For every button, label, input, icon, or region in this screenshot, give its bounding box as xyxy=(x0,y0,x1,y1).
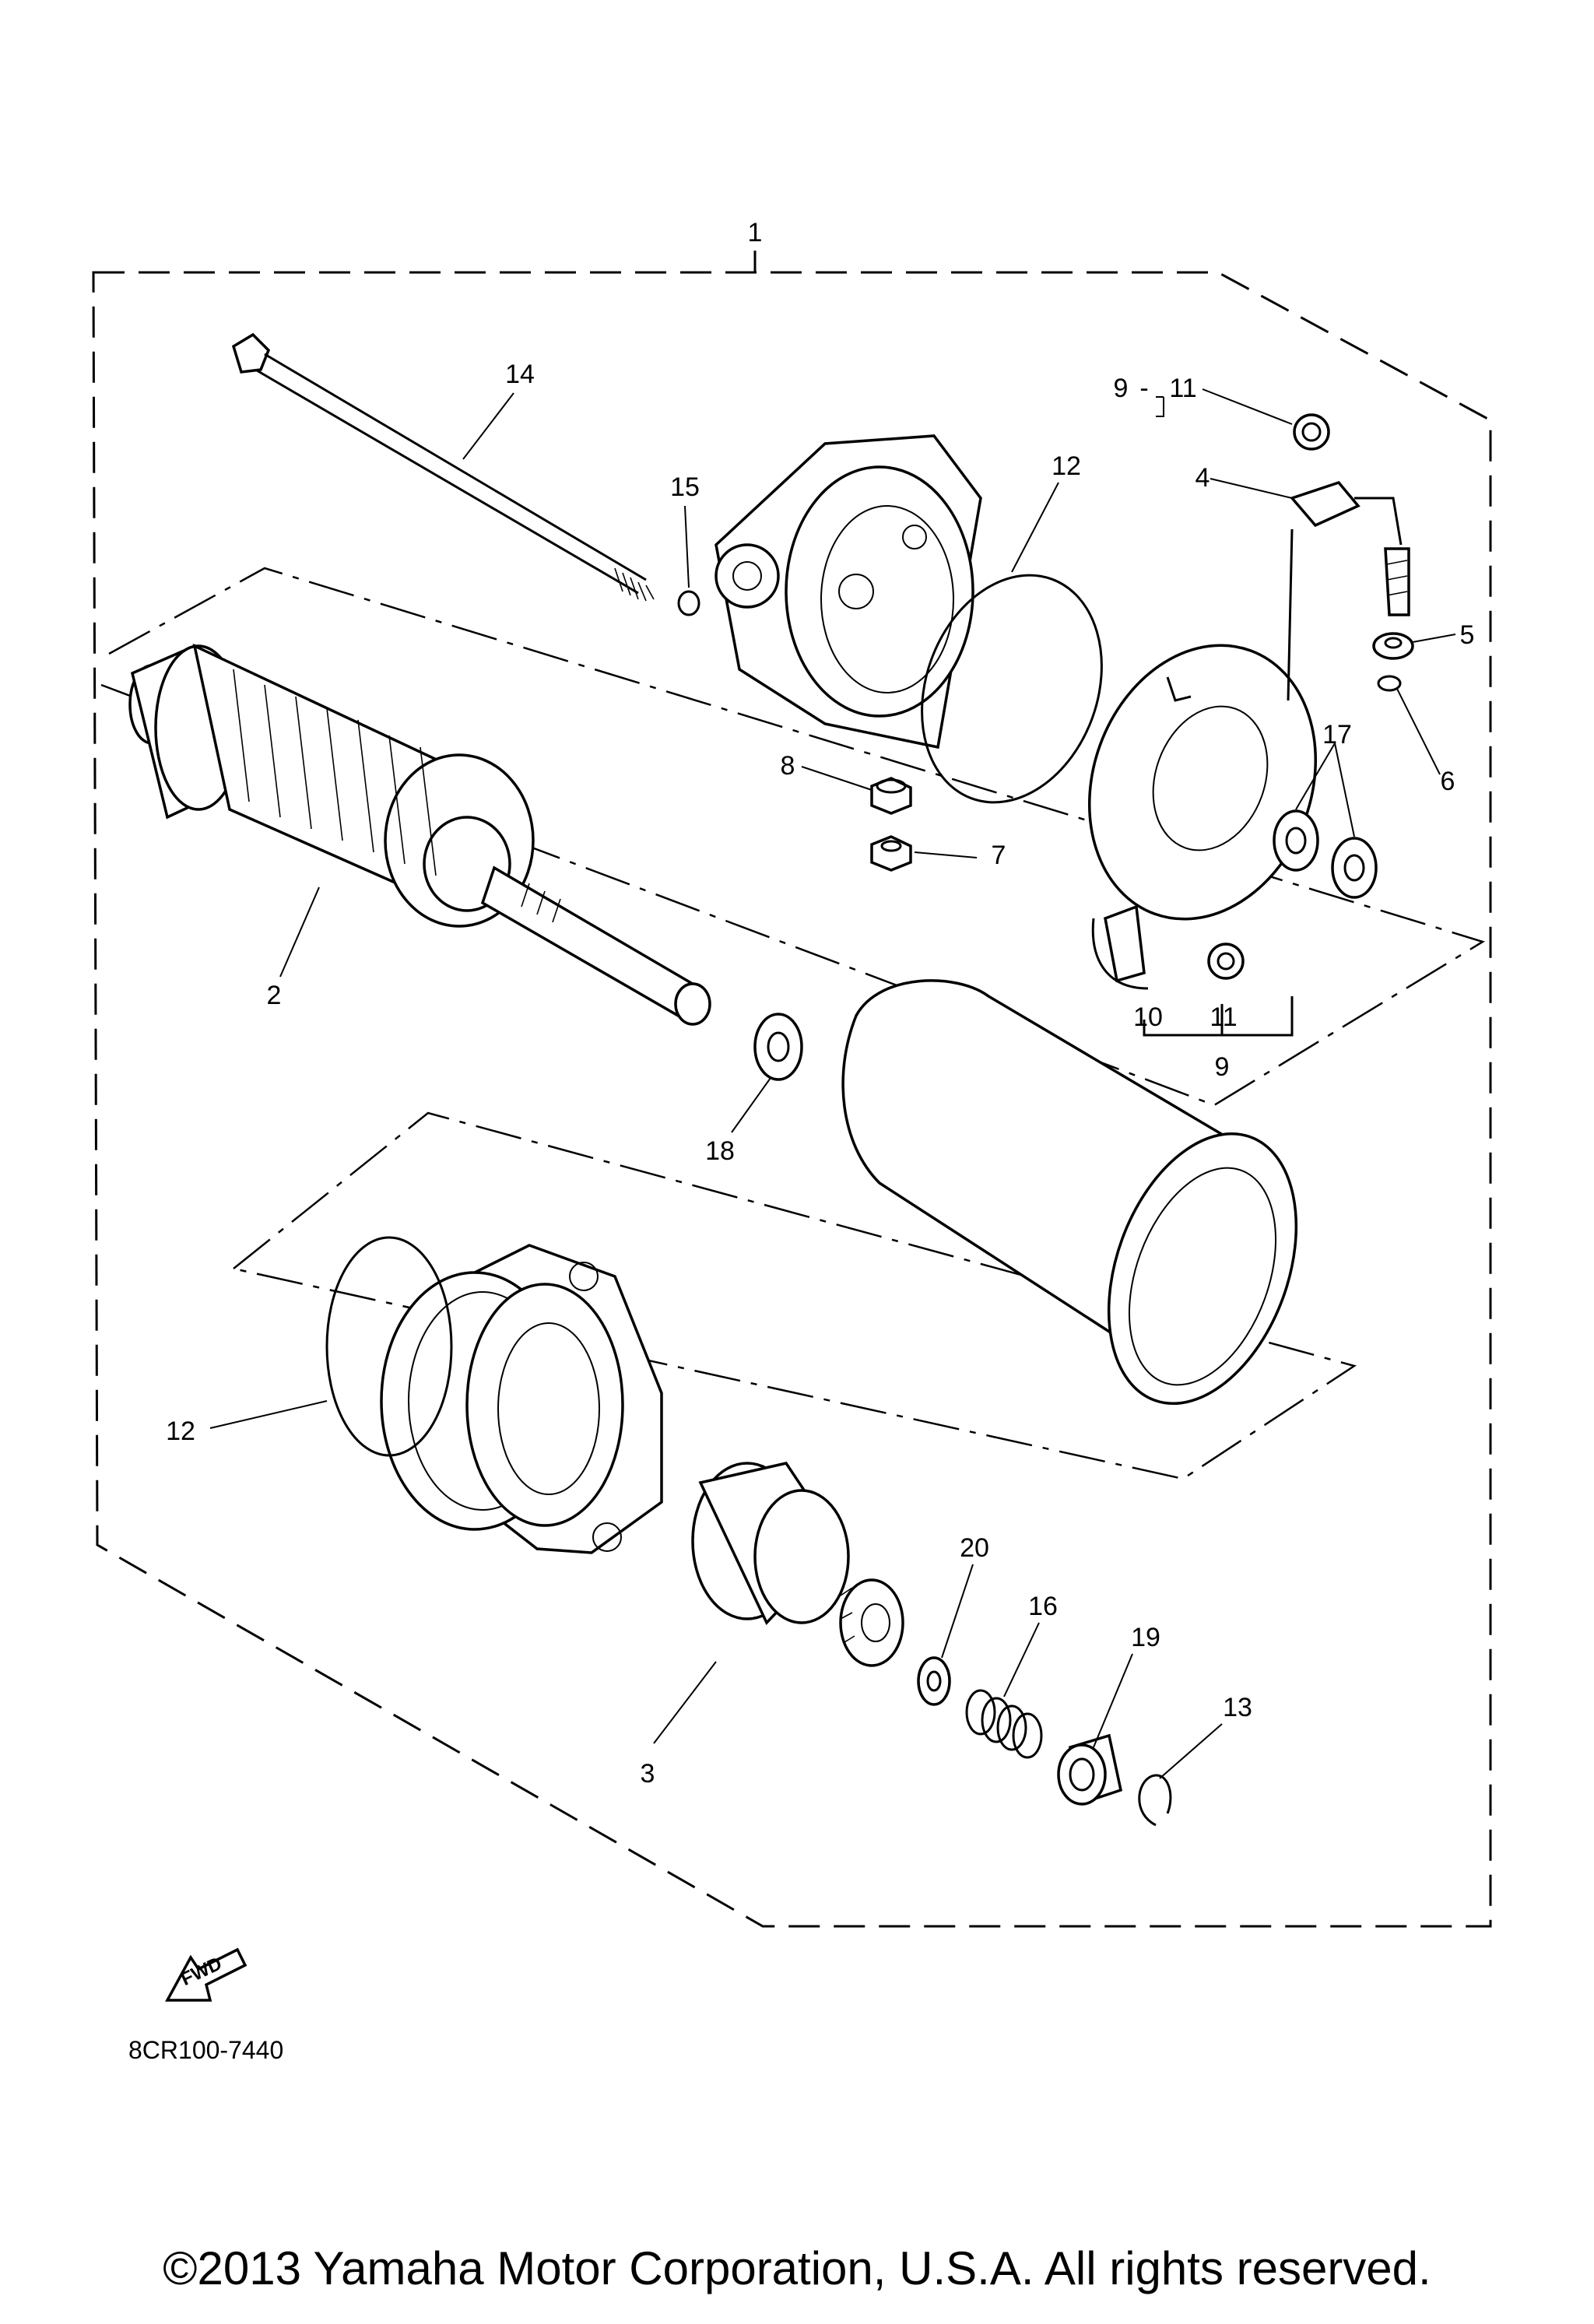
callout-16: 16 xyxy=(1028,1592,1058,1621)
leader-lines xyxy=(209,388,1456,1779)
fwd-arrow: FWD xyxy=(165,1947,248,2002)
armature-washer xyxy=(753,1013,803,1081)
yoke xyxy=(841,979,1298,1406)
callout-11-bottom: 11 xyxy=(1210,1002,1237,1032)
copyright-notice: ©2013 Yamaha Motor Corporation, U.S.A. A… xyxy=(163,2242,1431,2294)
callout-1: 1 xyxy=(748,218,763,247)
callout-5: 5 xyxy=(1460,620,1475,650)
callout-20: 20 xyxy=(960,1533,989,1563)
callout-18: 18 xyxy=(705,1136,735,1166)
callout-2: 2 xyxy=(267,981,282,1010)
callout-12-front: 12 xyxy=(166,1417,195,1446)
circlip xyxy=(1138,1774,1172,1827)
callout-9-dash: - xyxy=(1139,374,1148,403)
washer-and-nut xyxy=(870,777,912,872)
callout-6: 6 xyxy=(1441,767,1455,796)
callout-8: 8 xyxy=(781,751,795,781)
callout-17: 17 xyxy=(1322,720,1352,750)
brush-spring-top xyxy=(1293,413,1330,451)
callout-3: 3 xyxy=(641,1759,655,1789)
diagram-code: 8CR100-7440 xyxy=(128,2036,283,2064)
brush-plate xyxy=(1088,644,1317,921)
terminal-washer xyxy=(1372,632,1414,692)
callout-9-bottom: 9 xyxy=(1215,1052,1230,1082)
callout-11-top: 11 xyxy=(1169,374,1196,403)
rear-cover xyxy=(714,434,982,750)
pinion-collar xyxy=(1057,1733,1123,1806)
o-ring-large-rear xyxy=(921,574,1103,804)
starter-clutch xyxy=(691,1462,904,1667)
callout-7: 7 xyxy=(992,841,1006,870)
callout-10: 10 xyxy=(1133,1002,1163,1032)
callout-14: 14 xyxy=(505,360,535,389)
armature xyxy=(128,643,711,1026)
o-ring-small xyxy=(677,590,700,616)
assembly-planes xyxy=(100,567,1486,1480)
callouts: 1 14 15 12 9 - 11 4 5 6 17 8 7 2 10 11 9… xyxy=(166,218,1474,1789)
callout-12-rear: 12 xyxy=(1052,451,1081,481)
front-cover xyxy=(380,1244,663,1554)
thrust-washers xyxy=(1273,809,1378,899)
callout-4: 4 xyxy=(1196,463,1210,493)
callout-13: 13 xyxy=(1223,1693,1252,1722)
o-ring-large-front xyxy=(325,1236,453,1457)
brush-lead-terminal xyxy=(1287,480,1410,701)
callout-9-top: 9 xyxy=(1114,374,1129,403)
callout-19: 19 xyxy=(1131,1623,1160,1652)
through-bolt xyxy=(231,332,655,602)
brush-holder xyxy=(1091,904,1294,1037)
pinion-washer xyxy=(917,1656,951,1706)
callout-15: 15 xyxy=(670,472,700,502)
assembly-boundary xyxy=(92,251,1492,1928)
pinion-spring xyxy=(965,1689,1043,1759)
